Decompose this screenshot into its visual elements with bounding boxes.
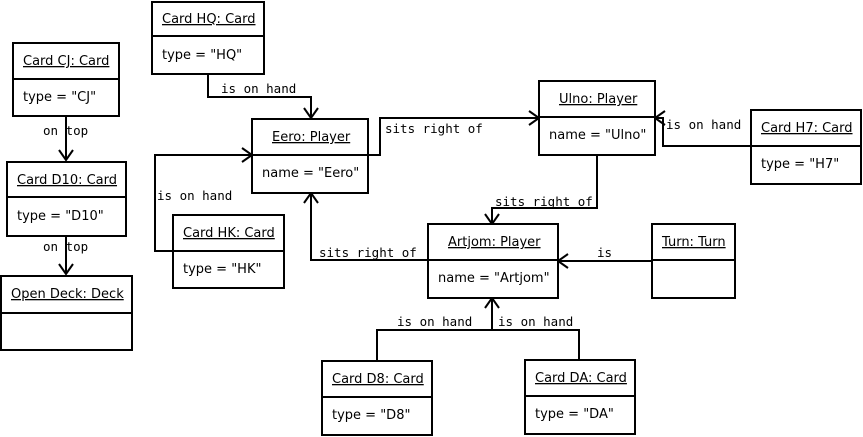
edge-label-eero-ulno: sits right of (385, 121, 483, 136)
edge-label-d8-artjom: is on hand (397, 314, 472, 329)
edge-label-hq-eero: is on hand (221, 81, 296, 96)
object-ulno[interactable]: Ulno: Player name = "Ulno" (538, 80, 656, 156)
edge-ulno-artjom: sits right of (484, 155, 598, 226)
edge-eero-ulno: sits right of (368, 110, 541, 156)
arrowhead-icon (58, 263, 74, 276)
object-eero[interactable]: Eero: Player name = "Eero" (251, 118, 369, 194)
edge-da-artjom: is on hand (484, 296, 580, 360)
edge-artjom-eero: sits right of (303, 191, 428, 261)
object-title: Ulno: Player (559, 92, 638, 107)
object-title: Card HQ: Card (162, 12, 255, 27)
object-title: Card D8: Card (332, 372, 424, 387)
object-artjom[interactable]: Artjom: Player name = "Artjom" (427, 223, 559, 299)
object-title: Card CJ: Card (23, 54, 109, 69)
edge-h7-ulno: is on hand (653, 110, 751, 147)
object-attribute: name = "Eero" (262, 166, 359, 181)
object-attribute: name = "Artjom" (438, 271, 550, 286)
object-turn[interactable]: Turn: Turn (651, 223, 736, 299)
object-card-hk[interactable]: Card HK: Card type = "HK" (172, 214, 285, 289)
object-title: Card H7: Card (761, 121, 853, 136)
arrowhead-icon (58, 149, 74, 162)
edge-label-artjom-eero: sits right of (319, 245, 417, 260)
object-card-da[interactable]: Card DA: Card type = "DA" (524, 359, 636, 435)
object-attribute: name = "Ulno" (549, 128, 646, 143)
object-title: Card D10: Card (17, 173, 117, 188)
edge-d10-deck: on top (43, 236, 88, 276)
object-card-hq[interactable]: Card HQ: Card type = "HQ" (151, 1, 265, 75)
edge-cj-d10: on top (43, 116, 88, 162)
object-title: Eero: Player (272, 130, 351, 145)
object-title: Artjom: Player (448, 235, 541, 250)
edge-label-h7-ulno: is on hand (666, 117, 741, 132)
object-card-d10[interactable]: Card D10: Card type = "D10" (6, 161, 127, 237)
object-attribute: type = "CJ" (23, 90, 96, 105)
edge-d8-artjom: is on hand (376, 298, 493, 360)
object-attribute: type = "DA" (535, 407, 614, 422)
edge-label-da-artjom: is on hand (498, 314, 573, 329)
edge-label-cj-d10: on top (43, 123, 88, 138)
object-card-h7[interactable]: Card H7: Card type = "H7" (750, 109, 862, 185)
edge-label-ulno-artjom: sits right of (495, 194, 593, 209)
object-attribute: type = "HK" (183, 262, 261, 277)
object-attribute: type = "D8" (332, 408, 410, 423)
edge-label-d10-deck: on top (43, 239, 88, 254)
object-attribute: type = "D10" (17, 209, 104, 224)
object-title: Card DA: Card (535, 371, 627, 386)
object-card-d8[interactable]: Card D8: Card type = "D8" (321, 360, 433, 436)
object-attribute: type = "H7" (761, 157, 839, 172)
object-card-cj[interactable]: Card CJ: Card type = "CJ" (12, 42, 120, 117)
object-title: Turn: Turn (661, 235, 726, 250)
edge-hq-eero: is on hand (207, 74, 319, 120)
edge-turn-artjom: is (556, 245, 652, 269)
object-title: Open Deck: Deck (11, 287, 124, 302)
edge-label-hk-eero: is on hand (157, 188, 232, 203)
object-attribute: type = "HQ" (162, 48, 242, 63)
object-title: Card HK: Card (183, 226, 275, 241)
object-open-deck[interactable]: Open Deck: Deck (0, 275, 133, 351)
edge-label-turn-artjom: is (597, 245, 612, 260)
